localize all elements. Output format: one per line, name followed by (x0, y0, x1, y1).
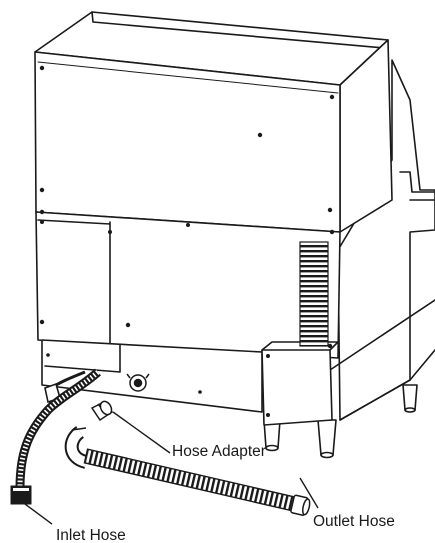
bin-leg-left (263, 419, 281, 452)
connection-box (261, 349, 333, 426)
hose-adapter (90, 400, 114, 422)
inlet-hose-leader (24, 503, 53, 525)
inlet-hose-label: Inlet Hose (56, 527, 126, 543)
inlet-fitting (126, 373, 150, 392)
bin-leg-right (402, 384, 418, 413)
bin-leg-center (317, 419, 337, 459)
inlet-hose (15, 368, 101, 489)
vent-grille (299, 241, 329, 347)
hose-adapter-label: Hose Adapter (172, 443, 266, 460)
outlet-hose-leader (299, 477, 319, 509)
outlet-hose-label: Outlet Hose (313, 513, 395, 530)
storage-bin (329, 59, 435, 421)
outlet-hose (83, 448, 311, 516)
base-strip (41, 339, 263, 413)
inlet-hose-end (10, 485, 32, 505)
front-lower-panel (35, 211, 341, 359)
hose-adapter-leader (112, 411, 171, 454)
panel-screws (39, 65, 335, 417)
